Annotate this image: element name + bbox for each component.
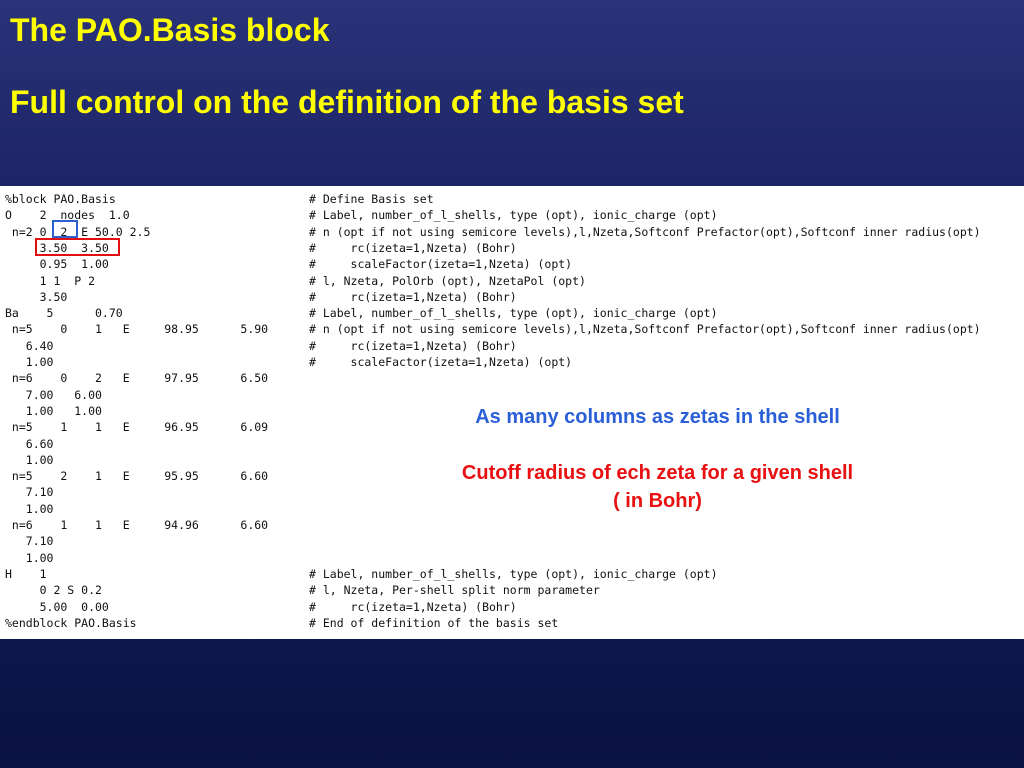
code-text: n=6 0 2 E 97.95 6.50 [5,371,269,386]
code-text: n=6 1 1 E 94.96 6.60 [5,518,269,532]
code-text: 5.00 0.00 [5,599,109,614]
code-text: 1.00 [5,550,54,565]
code-text: Ba 5 0.70 [5,306,123,321]
code-line: n=6 0 2 E 97.95 6.50 [0,370,1024,386]
code-line: 3.50 3.50 # rc(izeta=1,Nzeta) (Bohr) [0,240,1024,256]
cutoff-note-line2: ( in Bohr) [613,490,702,512]
code-comment: # scaleFactor(izeta=1,Nzeta) (opt) [309,355,573,369]
code-text: 3.50 3.50 [5,240,109,255]
code-text: n=2 0 2 E 50.0 2.5 [5,224,151,239]
code-text: 6.40 [5,338,54,353]
code-comment: # rc(izeta=1,Nzeta) (Bohr) [309,240,517,255]
code-line: H 1 # Label, number_of_l_shells, type (op… [0,566,1024,582]
code-line: n=5 1 1 E 96.95 6.09 [0,419,1024,435]
code-text: 0.95 1.00 [5,257,109,272]
code-comment: # l, Nzeta, PolOrb (opt), NzetaPol (opt) [309,273,586,288]
code-line: 1.00 [0,550,1024,566]
code-line: 6.40 # rc(izeta=1,Nzeta) (Bohr) [0,338,1024,354]
code-text: 3.50 [5,289,68,304]
code-text: 1.00 1.00 [5,403,102,418]
code-comment: # rc(izeta=1,Nzeta) (Bohr) [309,599,517,614]
code-comment: # n (opt if not using semicore levels),l… [309,224,981,239]
code-line: n=6 1 1 E 94.96 6.60 [0,517,1024,533]
code-line: 7.10 [0,533,1024,549]
code-comment: # rc(izeta=1,Nzeta) (Bohr) [309,338,517,353]
code-text: 7.10 [5,485,54,500]
code-line: n=5 0 1 E 98.95 5.90 # n (opt if not usin… [0,321,1024,337]
code-comment: # n (opt if not using semicore levels),l… [309,322,981,337]
code-text: n=5 1 1 E 96.95 6.09 [5,420,269,435]
code-text: 1.00 [5,355,54,369]
cutoff-note-line1: Cutoff radius of ech zeta for a given sh… [461,462,854,484]
code-line: 1.00 1.00 [0,403,1024,419]
code-text: 1.00 [5,501,54,516]
rc-highlight-box [35,238,120,256]
code-line: O 2 nodes 1.0 # Label, number_of_l_shells… [0,207,1024,223]
code-text: %endblock PAO.Basis [5,615,137,630]
nzeta-highlight-box [52,220,78,238]
code-line: 7.00 6.00 [0,387,1024,403]
code-text: n=5 2 1 E 95.95 6.60 [5,469,269,484]
code-line: 6.60 [0,436,1024,452]
code-line: 5.00 0.00 # rc(izeta=1,Nzeta) (Bohr) [0,599,1024,615]
code-line: Ba 5 0.70 # Label, number_of_l_shells, ty… [0,305,1024,321]
code-line: 7.10 [0,484,1024,500]
code-comment: # l, Nzeta, Per-shell split norm paramet… [309,583,600,598]
code-comment: # Label, number_of_l_shells, type (opt),… [309,566,718,581]
code-text: 7.10 [5,534,54,549]
code-line: 1.00 [0,501,1024,517]
cutoff-note: Cutoff radius of ech zeta for a given sh… [380,459,935,515]
code-text: 1 1 P 2 [5,273,96,288]
code-text: 7.00 6.00 [5,387,102,402]
code-text: %block PAO.Basis [5,192,116,206]
columns-note: As many columns as zetas in the shell [475,406,840,428]
code-line: 3.50 # rc(izeta=1,Nzeta) (Bohr) [0,289,1024,305]
code-text: 1.00 [5,452,54,467]
slide-title: The PAO.Basis block [10,12,330,48]
code-line: %block PAO.Basis # Define Basis set [0,191,1024,207]
slide-subtitle: Full control on the definition of the ba… [10,84,684,120]
code-text: 0 2 S 0.2 [5,583,102,598]
code-text: n=5 0 1 E 98.95 5.90 [5,322,269,337]
code-line: 1.00 # scaleFactor(izeta=1,Nzeta) (opt) [0,354,1024,370]
code-comment: # Label, number_of_l_shells, type (opt),… [309,208,718,223]
code-line: 0.95 1.00 # scaleFactor(izeta=1,Nzeta) (o… [0,256,1024,272]
code-comment: # End of definition of the basis set [309,615,559,630]
code-line: n=5 2 1 E 95.95 6.60 [0,468,1024,484]
code-comment: # Define Basis set [309,192,434,206]
code-line: 1.00 [0,452,1024,468]
code-text: 6.60 [5,436,54,451]
code-line: 0 2 S 0.2 # l, Nzeta, Per-shell split nor… [0,582,1024,598]
code-comment: # scaleFactor(izeta=1,Nzeta) (opt) [309,257,573,272]
code-text: O 2 nodes 1.0 [5,208,130,223]
code-line: %endblock PAO.Basis # End of definition o… [0,615,1024,631]
code-comment: # rc(izeta=1,Nzeta) (Bohr) [309,289,517,304]
code-text: H 1 [5,566,47,581]
code-line: 1 1 P 2 # l, Nzeta, PolOrb (opt), NzetaPo… [0,273,1024,289]
code-line: n=2 0 2 E 50.0 2.5 # n (opt if not using … [0,224,1024,240]
code-comment: # Label, number_of_l_shells, type (opt),… [309,306,718,321]
